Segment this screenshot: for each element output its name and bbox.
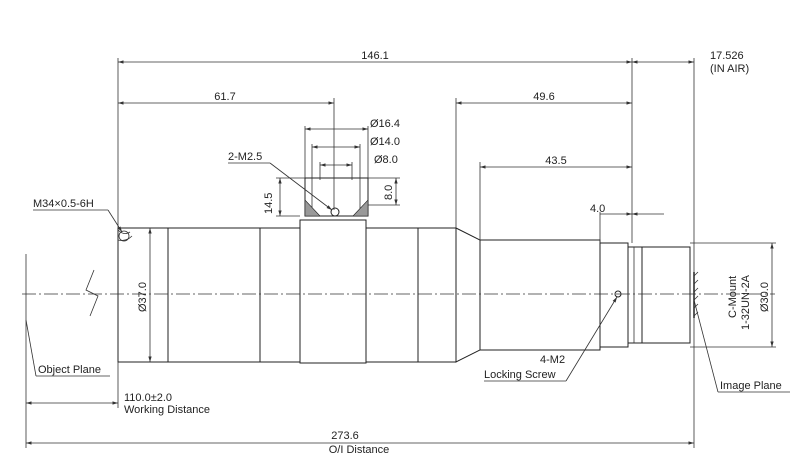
dim-17526: 17.526 <box>710 50 744 62</box>
object-plane-label: Object Plane <box>38 364 101 376</box>
dim-dia-8: Ø8.0 <box>374 154 398 166</box>
dim-61: 61.7 <box>214 91 235 103</box>
rear-barrel <box>417 227 457 363</box>
front-barrel <box>117 227 169 363</box>
dim-dia-14: Ø14.0 <box>370 136 400 148</box>
locking-screw-count-label: 4-M2 <box>540 354 565 366</box>
dim-dia-37: Ø37.0 <box>137 282 149 312</box>
dim-43: 43.5 <box>545 155 566 167</box>
locking-screw-label: Locking Screw <box>484 369 556 381</box>
dim-14-5: 14.5 <box>263 193 275 214</box>
barrel-taper <box>455 227 481 363</box>
barrel-section <box>259 227 301 363</box>
working-distance-label: Working Distance <box>124 404 210 416</box>
iris-ring <box>365 227 419 363</box>
dim-146: 146.1 <box>361 50 389 62</box>
dim-in-air: (IN AIR) <box>710 63 749 75</box>
break-symbol <box>85 269 99 317</box>
lens-body <box>117 219 699 364</box>
oi-distance-label: O/I Distance <box>329 444 390 456</box>
mount-collar <box>299 219 367 364</box>
image-plane-label: Image Plane <box>720 380 782 392</box>
c-mount-thread <box>641 246 691 344</box>
dim-working-distance: 110.0±2.0 <box>124 392 172 404</box>
rear-tube <box>479 239 601 351</box>
rear-flange <box>599 242 629 348</box>
dim-dia-30: Ø30.0 <box>759 282 771 312</box>
dim-4: 4.0 <box>590 203 605 215</box>
image-plane-hatch <box>693 271 699 318</box>
mount-detail <box>304 126 369 217</box>
front-thread-circle <box>118 230 130 242</box>
c-mount-label: C-Mount <box>727 276 739 318</box>
dim-dia-16: Ø16.4 <box>370 118 400 130</box>
dim-8v: 8.0 <box>383 185 395 200</box>
c-mount-thread-label: 1-32UN-2A <box>740 274 752 330</box>
front-thread-label: M34×0.5-6H <box>33 198 94 210</box>
dim-49: 49.6 <box>533 91 554 103</box>
screw-2m25-label: 2-M2.5 <box>228 151 262 163</box>
c-mount-ring <box>627 246 643 344</box>
focus-ring <box>167 227 261 363</box>
dim-oi: 273.6 <box>331 430 359 442</box>
screw-hole-2m25 <box>330 207 340 217</box>
